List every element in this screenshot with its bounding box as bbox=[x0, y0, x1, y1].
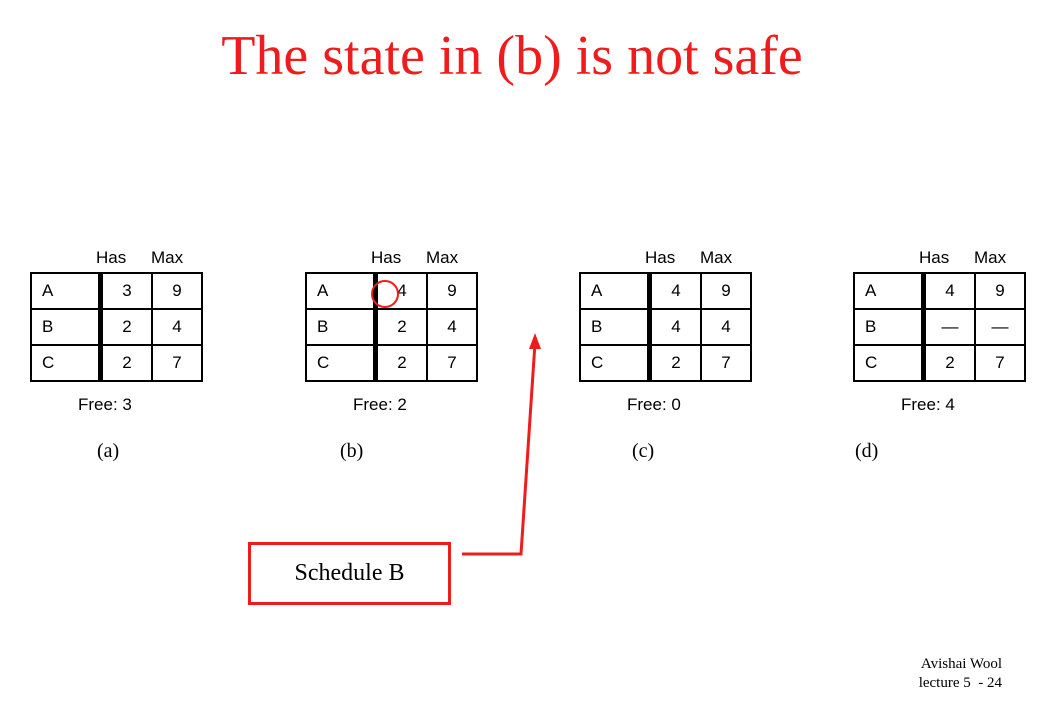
max-cell: 9 bbox=[426, 272, 478, 310]
table-row: A 3 9 bbox=[30, 272, 203, 310]
has-cell: 2 bbox=[98, 344, 153, 382]
free-count: Free: 0 bbox=[627, 395, 681, 414]
table-row: C 2 7 bbox=[853, 344, 1026, 382]
has-header: Has bbox=[645, 248, 676, 267]
max-cell: 9 bbox=[974, 272, 1026, 310]
max-cell: 4 bbox=[151, 308, 203, 346]
max-cell: 4 bbox=[700, 308, 752, 346]
table-row: C 2 7 bbox=[305, 344, 478, 382]
table-row: B 2 4 bbox=[305, 308, 478, 346]
process-label: C bbox=[305, 344, 377, 382]
max-cell: 9 bbox=[151, 272, 203, 310]
schedule-callout: Schedule B bbox=[248, 542, 451, 605]
resource-table: A 3 9 B 2 4 C 2 7 bbox=[30, 272, 203, 382]
has-header: Has bbox=[919, 248, 950, 267]
caption-b: (b) bbox=[340, 440, 364, 462]
arrow-head bbox=[529, 333, 541, 349]
slide-footer: Avishai Wool lecture 5 - 24 bbox=[919, 655, 1002, 693]
process-label: B bbox=[853, 308, 925, 346]
caption-d: (d) bbox=[855, 440, 879, 462]
free-count: Free: 2 bbox=[353, 395, 407, 414]
highlight-circle bbox=[371, 280, 399, 308]
resource-table: A 4 9 B 2 4 C 2 7 bbox=[305, 272, 478, 382]
process-label: C bbox=[30, 344, 102, 382]
has-cell: 2 bbox=[98, 308, 153, 346]
state-panel-d: Has Max A 4 9 B — — C 2 7 Free: 4 bbox=[853, 248, 1026, 418]
max-cell: 7 bbox=[974, 344, 1026, 382]
max-header: Max bbox=[974, 248, 1007, 267]
has-header: Has bbox=[371, 248, 402, 267]
process-label: C bbox=[579, 344, 651, 382]
resource-table: A 4 9 B — — C 2 7 bbox=[853, 272, 1026, 382]
max-cell: 9 bbox=[700, 272, 752, 310]
max-cell: 7 bbox=[426, 344, 478, 382]
table-row: A 4 9 bbox=[853, 272, 1026, 310]
state-panel-b: Has Max A 4 9 B 2 4 C 2 7 Free: 2 bbox=[305, 248, 478, 418]
caption-a: (a) bbox=[97, 440, 120, 462]
process-label: A bbox=[579, 272, 651, 310]
has-header: Has bbox=[96, 248, 127, 267]
table-row: C 2 7 bbox=[579, 344, 752, 382]
has-cell: — bbox=[921, 308, 976, 346]
free-count: Free: 3 bbox=[78, 395, 132, 414]
max-header: Max bbox=[700, 248, 733, 267]
max-header: Max bbox=[151, 248, 184, 267]
state-panel-c: Has Max A 4 9 B 4 4 C 2 7 Free: 0 bbox=[579, 248, 752, 418]
has-cell: 2 bbox=[373, 344, 428, 382]
process-label: B bbox=[30, 308, 102, 346]
has-cell: 4 bbox=[647, 308, 702, 346]
table-row: C 2 7 bbox=[30, 344, 203, 382]
has-cell: 4 bbox=[921, 272, 976, 310]
table-row: B 2 4 bbox=[30, 308, 203, 346]
resource-table: A 4 9 B 4 4 C 2 7 bbox=[579, 272, 752, 382]
process-label: C bbox=[853, 344, 925, 382]
max-cell: 4 bbox=[426, 308, 478, 346]
max-cell: — bbox=[974, 308, 1026, 346]
max-cell: 7 bbox=[700, 344, 752, 382]
process-label: B bbox=[579, 308, 651, 346]
caption-c: (c) bbox=[632, 440, 655, 462]
free-count: Free: 4 bbox=[901, 395, 955, 414]
has-cell: 4 bbox=[647, 272, 702, 310]
process-label: A bbox=[305, 272, 377, 310]
table-row: B 4 4 bbox=[579, 308, 752, 346]
process-label: B bbox=[305, 308, 377, 346]
max-cell: 7 bbox=[151, 344, 203, 382]
max-header: Max bbox=[426, 248, 459, 267]
process-label: A bbox=[853, 272, 925, 310]
footer-page: lecture 5 - 24 bbox=[918, 674, 1002, 691]
table-row: A 4 9 bbox=[579, 272, 752, 310]
arrow-line bbox=[462, 342, 537, 556]
table-row: B — — bbox=[853, 308, 1026, 346]
has-cell: 3 bbox=[98, 272, 153, 310]
state-panel-a: Has Max A 3 9 B 2 4 C 2 7 Free: 3 bbox=[30, 248, 203, 418]
has-cell: 2 bbox=[921, 344, 976, 382]
slide-title: The state in (b) is not safe bbox=[221, 25, 803, 87]
has-cell: 2 bbox=[373, 308, 428, 346]
footer-author: Avishai Wool bbox=[920, 656, 1002, 672]
process-label: A bbox=[30, 272, 102, 310]
has-cell: 2 bbox=[647, 344, 702, 382]
